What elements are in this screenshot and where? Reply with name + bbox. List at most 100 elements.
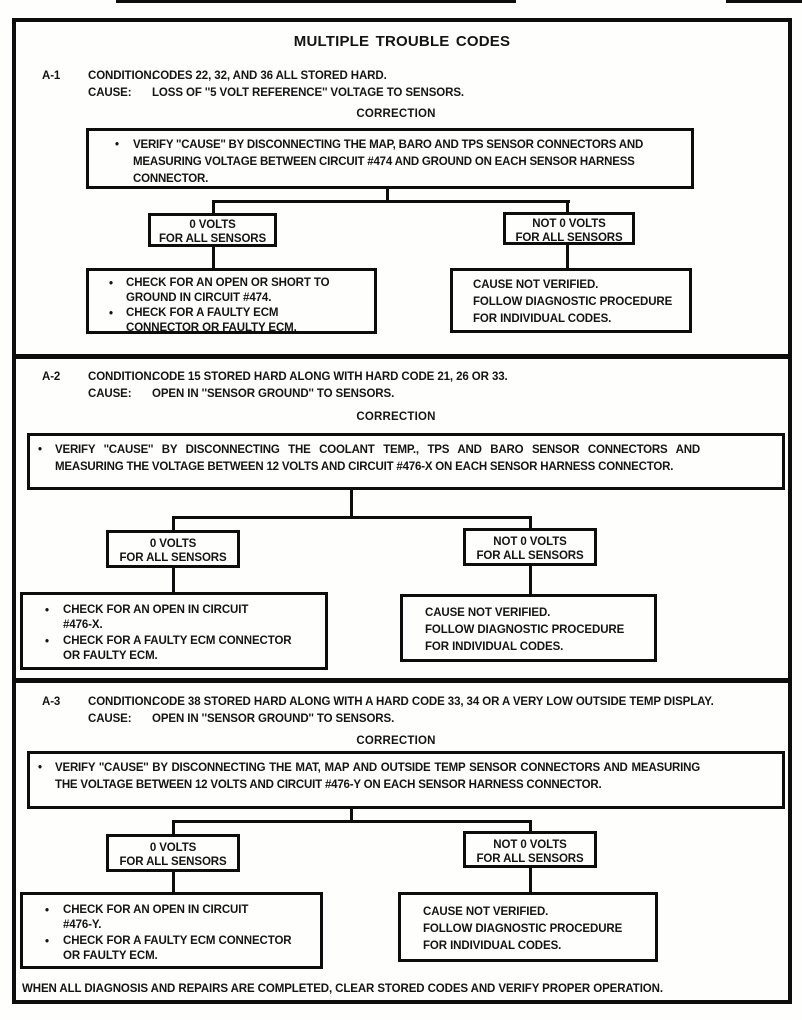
connector-drop-right [529,820,532,832]
result-lines: CAUSE NOT VERIFIED. FOLLOW DIAGNOSTIC PR… [423,904,622,955]
connector-stem [350,809,353,823]
volts-not-zero-box: NOT 0 VOLTS FOR ALL SENSORS [503,212,635,245]
verify-cause-text: VERIFY ''CAUSE'' BY DISCONNECTING THE MA… [55,762,700,791]
section-separator [12,354,792,359]
connector-stem [386,189,389,203]
condition-label: CONDITION: [88,696,156,708]
section-separator [12,678,792,683]
correction-heading: CORRECTION [356,411,436,423]
section-id: A-3 [42,696,61,708]
correction-heading: CORRECTION [356,735,436,747]
connector-drop-left [172,516,175,531]
volts-zero-line2: FOR ALL SENSORS [119,552,227,564]
action-item: CHECK FOR A FAULTY ECM CONNECTOR OR FAUL… [63,635,292,662]
page-border-frame [12,18,792,1004]
result-line: CAUSE NOT VERIFIED. [473,279,599,291]
condition-text: CODE 38 STORED HARD ALONG WITH A HARD CO… [152,696,714,708]
correction-heading: CORRECTION [356,108,436,120]
volts-not-zero-line2: FOR ALL SENSORS [476,853,584,865]
connector-left-to-result [172,568,175,592]
action-item: CHECK FOR A FAULTY ECM CONNECTOR OR FAUL… [126,307,297,334]
volts-zero-line2: FOR ALL SENSORS [119,856,227,868]
bullet-icon: • [45,636,49,648]
condition-label: CONDITION: [88,371,156,383]
verify-cause-text: VERIFY ''CAUSE'' BY DISCONNECTING THE CO… [55,444,700,473]
connector-drop-right [566,200,569,212]
result-not-verified-box: CAUSE NOT VERIFIED. FOLLOW DIAGNOSTIC PR… [398,892,658,962]
footer-note: WHEN ALL DIAGNOSIS AND REPAIRS ARE COMPL… [22,983,663,995]
connector-drop-right [529,516,532,529]
result-not-verified-box: CAUSE NOT VERIFIED. FOLLOW DIAGNOSTIC PR… [450,268,692,333]
verify-cause-box: • VERIFY ''CAUSE'' BY DISCONNECTING THE … [27,751,785,809]
result-line: FOR INDIVIDUAL CODES. [425,641,564,653]
cause-row: CAUSE: LOSS OF ''5 VOLT REFERENCE'' VOLT… [0,85,802,102]
result-line: FOR INDIVIDUAL CODES. [473,313,612,325]
volts-zero-line2: FOR ALL SENSORS [158,233,267,245]
action-item: CHECK FOR AN OPEN IN CIRCUIT #476-X. [63,604,249,631]
verify-cause-box: • VERIFY ''CAUSE'' BY DISCONNECTING THE … [27,433,785,490]
bullet-icon: • [115,139,119,151]
condition-label: CONDITION: [88,70,156,82]
section-id: A-2 [42,371,61,383]
volts-not-zero-box: NOT 0 VOLTS FOR ALL SENSORS [463,831,597,868]
result-lines: CAUSE NOT VERIFIED. FOLLOW DIAGNOSTIC PR… [473,277,672,328]
action-item: CHECK FOR AN OPEN IN CIRCUIT #476-Y. [63,904,249,931]
result-lines: CAUSE NOT VERIFIED. FOLLOW DIAGNOSTIC PR… [425,605,624,656]
volts-zero-line1: 0 VOLTS [149,842,197,854]
action-item: CHECK FOR AN OPEN OR SHORT TO GROUND IN … [126,277,330,304]
result-not-verified-box: CAUSE NOT VERIFIED. FOLLOW DIAGNOSTIC PR… [400,594,657,662]
result-line: FOR INDIVIDUAL CODES. [423,940,562,952]
connector-crossbar [172,516,532,519]
connector-crossbar [172,820,532,823]
volts-zero-box: 0 VOLTS FOR ALL SENSORS [148,213,277,247]
connector-left-to-result [172,872,175,892]
bullet-icon: • [38,444,42,456]
connector-left-to-result [212,247,215,268]
cause-label: CAUSE: [88,713,132,725]
result-line: FOLLOW DIAGNOSTIC PROCEDURE [423,923,623,935]
condition-row: A-1 CONDITION: CODES 22, 32, AND 36 ALL … [0,68,802,85]
cause-label: CAUSE: [88,388,132,400]
connector-stem [350,490,353,519]
condition-text: CODES 22, 32, AND 36 ALL STORED HARD. [152,70,387,82]
cause-text: OPEN IN ''SENSOR GROUND'' TO SENSORS. [152,388,395,400]
cause-text: OPEN IN ''SENSOR GROUND'' TO SENSORS. [152,713,395,725]
condition-row: A-3 CONDITION: CODE 38 STORED HARD ALONG… [0,694,802,711]
scan-artifact-line [116,0,516,3]
result-actions-box: • CHECK FOR AN OPEN IN CIRCUIT #476-Y. •… [20,892,323,969]
cause-label: CAUSE: [88,87,132,99]
section-id: A-1 [42,70,61,82]
connector-drop-left [212,200,215,213]
bullet-icon: • [109,278,113,290]
volts-not-zero-line2: FOR ALL SENSORS [476,550,584,562]
result-line: FOLLOW DIAGNOSTIC PROCEDURE [425,624,625,636]
bullet-icon: • [109,308,113,320]
bullet-icon: • [45,605,49,617]
volts-not-zero-line2: FOR ALL SENSORS [515,232,623,244]
verify-cause-text: VERIFY ''CAUSE'' BY DISCONNECTING THE MA… [133,139,644,185]
result-line: FOLLOW DIAGNOSTIC PROCEDURE [473,296,673,308]
verify-cause-box: • VERIFY ''CAUSE'' BY DISCONNECTING THE … [86,128,694,189]
condition-row: A-2 CONDITION: CODE 15 STORED HARD ALONG… [0,369,802,386]
volts-not-zero-line1: NOT 0 VOLTS [493,536,567,548]
bullet-icon: • [45,905,49,917]
connector-right-to-result [529,566,532,594]
cause-row: CAUSE: OPEN IN ''SENSOR GROUND'' TO SENS… [0,711,802,728]
page-title: MULTIPLE TROUBLE CODES [293,33,511,50]
result-line: CAUSE NOT VERIFIED. [423,906,549,918]
scan-artifact-line [726,0,802,3]
cause-row: CAUSE: OPEN IN ''SENSOR GROUND'' TO SENS… [0,386,802,403]
connector-right-to-result [566,245,569,268]
volts-zero-line1: 0 VOLTS [149,538,197,550]
connector-drop-left [172,820,175,834]
result-line: CAUSE NOT VERIFIED. [425,607,551,619]
bullet-icon: • [38,762,42,774]
connector-crossbar [212,200,570,203]
volts-not-zero-box: NOT 0 VOLTS FOR ALL SENSORS [463,528,597,566]
cause-text: LOSS OF ''5 VOLT REFERENCE'' VOLTAGE TO … [152,87,464,99]
volts-zero-box: 0 VOLTS FOR ALL SENSORS [106,834,240,872]
action-item: CHECK FOR A FAULTY ECM CONNECTOR OR FAUL… [63,935,292,962]
condition-text: CODE 15 STORED HARD ALONG WITH HARD CODE… [152,371,508,383]
volts-zero-line1: 0 VOLTS [189,219,236,231]
